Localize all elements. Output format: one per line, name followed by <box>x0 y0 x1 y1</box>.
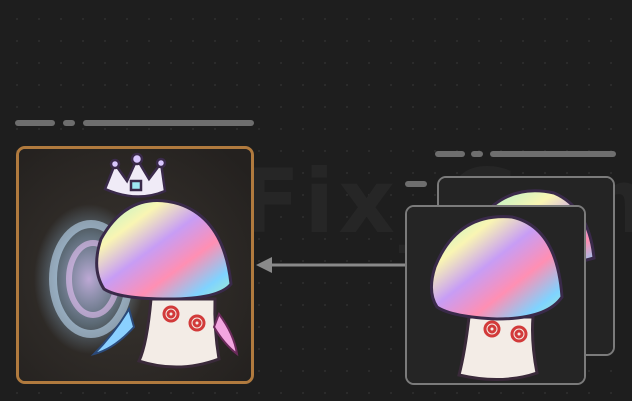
crowned-rainbow-hypno-shroom-icon <box>19 149 251 381</box>
arrow-left-icon <box>256 257 406 273</box>
source-card-front[interactable] <box>405 205 586 385</box>
result-card[interactable] <box>16 146 254 384</box>
rainbow-hypno-shroom-icon <box>407 207 584 383</box>
